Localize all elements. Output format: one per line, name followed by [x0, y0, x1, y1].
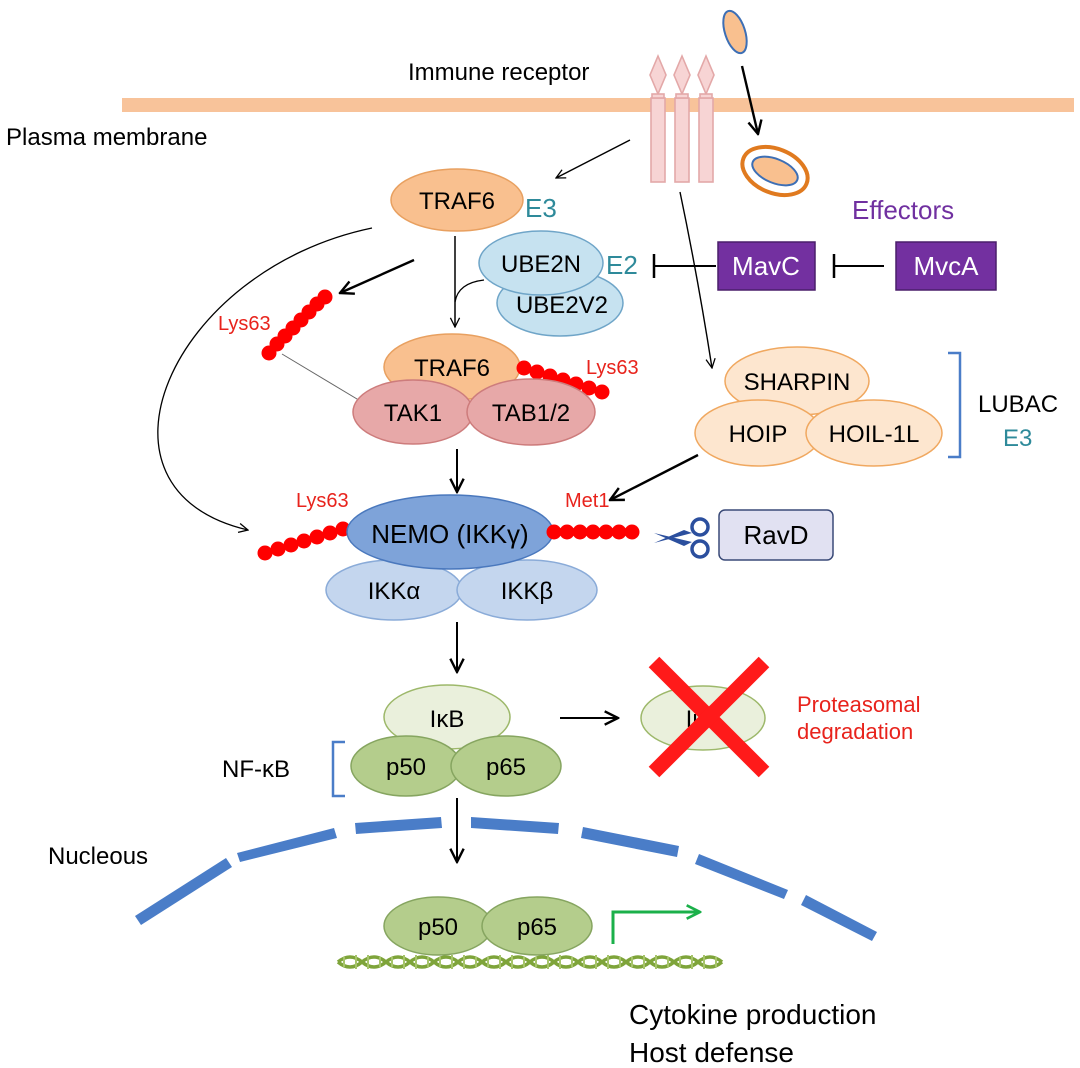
- lubac-bracket: [948, 351, 962, 459]
- ube2v2-label: UBE2V2: [516, 292, 608, 319]
- traf6-top-label: TRAF6: [419, 188, 495, 215]
- ikkb-node: [456, 559, 598, 621]
- immune-receptor: [649, 53, 715, 183]
- ikb-label: IκB: [430, 706, 465, 733]
- plasma-membrane: [122, 98, 1074, 112]
- traf6-e3-label: E3: [525, 193, 557, 223]
- mvca-label: MvcA: [914, 251, 980, 281]
- nuclear-envelope: [135, 817, 877, 941]
- nfkb-label: NF-κB: [222, 756, 290, 783]
- tab12-label: TAB1/2: [492, 400, 570, 427]
- mavc-label: MavC: [732, 251, 800, 281]
- p50-cyto-label: p50: [386, 754, 426, 781]
- transcription-arrow: [611, 912, 700, 944]
- receptor-to-traf6-arrow: [556, 139, 631, 178]
- immune-receptor-label: Immune receptor: [408, 59, 589, 86]
- scissors-icon: [654, 517, 710, 559]
- mavc-box: [717, 241, 816, 291]
- host-defense-label: Host defense: [629, 1037, 794, 1068]
- cytokine-label: Cytokine production: [629, 999, 876, 1030]
- hoil1l-node: [805, 399, 943, 467]
- degradation-label: degradation: [797, 719, 913, 744]
- p50-nuc-label: p50: [418, 914, 458, 941]
- traf6-complex-label: TRAF6: [414, 355, 490, 382]
- ravd-label: RavD: [743, 520, 808, 550]
- lys63-nemo-chain: [257, 521, 351, 561]
- p65-cyto-node: [450, 735, 562, 797]
- e2-assist-curve: [454, 279, 485, 303]
- receptor-to-lubac-arrow: [679, 191, 712, 368]
- effectors-label: Effectors: [852, 195, 954, 225]
- e2-label: E2: [606, 250, 638, 280]
- nemo-label: NEMO (IKKγ): [371, 519, 528, 549]
- ravd-box: [718, 509, 834, 561]
- dna-helix: [336, 955, 724, 969]
- plasma-membrane-label: Plasma membrane: [6, 124, 207, 151]
- traf6-top-node: [390, 168, 524, 232]
- bacterium: [722, 9, 748, 55]
- lys63-free-chain: [261, 289, 333, 361]
- traf6-to-lys63-arrow: [340, 258, 415, 293]
- lubac-label: LUBAC: [978, 391, 1058, 418]
- p65-cyto-label: p65: [486, 754, 526, 781]
- lys63-nemo-label: Lys63: [296, 490, 349, 512]
- traf6-to-nemo-curve: [157, 227, 373, 530]
- lubac-e3-label: E3: [1003, 425, 1032, 452]
- nucleous-label: Nucleous: [48, 843, 148, 870]
- met1-label: Met1: [565, 490, 609, 512]
- ube2n-label: UBE2N: [501, 251, 581, 278]
- sharpin-label: SHARPIN: [744, 369, 851, 396]
- hoip-label: HOIP: [729, 421, 788, 448]
- proteasomal-label: Proteasomal: [797, 692, 921, 717]
- lys63-free-label: Lys63: [218, 313, 271, 335]
- met1-chain: [546, 524, 640, 540]
- tab12-node: [466, 378, 596, 446]
- mvca-box: [895, 241, 997, 291]
- p65-nuc-label: p65: [517, 914, 557, 941]
- nfkb-bracket: [331, 740, 345, 798]
- lys63-traf6-chain: [516, 360, 610, 400]
- lys63-traf6-label: Lys63: [586, 357, 639, 379]
- ikka-label: IKKα: [368, 578, 421, 605]
- cross-icon: [648, 656, 770, 778]
- ube2n-node: [478, 230, 604, 296]
- ikkb-label: IKKβ: [501, 578, 554, 605]
- hoil1l-label: HOIL-1L: [829, 421, 920, 448]
- p65-nuc-node: [481, 896, 593, 956]
- lubac-to-met1-arrow: [610, 453, 699, 500]
- tak1-label: TAK1: [384, 400, 442, 427]
- bacterium-entry-arrow: [740, 65, 758, 134]
- vacuole-bacterium: [751, 155, 799, 187]
